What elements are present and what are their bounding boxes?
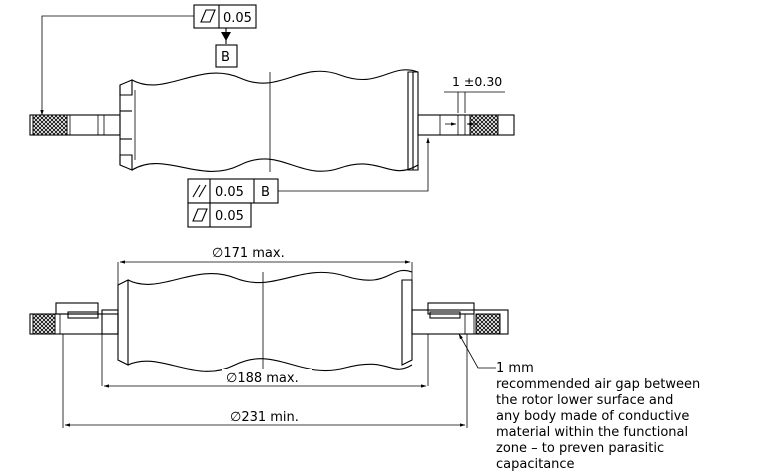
note-line: material within the functional	[496, 425, 688, 440]
flatness-icon-lower	[192, 208, 208, 222]
flatness-frame-top: 0.05	[193, 4, 257, 29]
parallelism-datum: B	[261, 185, 270, 200]
top-view: 0.05 B	[29, 4, 515, 228]
left-shaft-bottom	[29, 302, 119, 335]
left-shaft-top	[29, 110, 132, 140]
parallelism-tolerance: 0.05	[215, 185, 244, 200]
rotor-body-top	[119, 69, 419, 172]
dim-231: ∅231 min.	[230, 410, 299, 425]
dim-gap: 1 ±0.30	[452, 74, 502, 89]
note-line: zone – to preven parasitic	[496, 441, 664, 456]
air-gap-note: 1 mm recommended air gap between the rot…	[496, 361, 700, 472]
flatness-tolerance-lower: 0.05	[215, 209, 244, 224]
note-line: the rotor lower surface and	[496, 393, 673, 408]
right-shaft-top	[417, 114, 515, 136]
bottom-view: ∅171 max. ∅188	[29, 244, 700, 472]
parallelism-frame: 0.05 B 0.05	[187, 178, 279, 228]
rotor-body-bottom	[117, 269, 413, 372]
flatness-icon	[200, 9, 216, 23]
parallelism-icon	[192, 184, 207, 198]
right-shaft-bottom	[411, 302, 509, 335]
note-line: recommended air gap between	[496, 377, 700, 392]
note-value: 1 mm	[496, 361, 534, 376]
note-line: any body made of conductive	[496, 409, 689, 424]
dim-171: ∅171 max.	[212, 246, 285, 261]
flatness-tolerance: 0.05	[223, 11, 252, 26]
dim-188: ∅188 max.	[226, 371, 299, 386]
note-line: capacitance	[496, 457, 575, 472]
datum-label: B	[221, 50, 230, 65]
